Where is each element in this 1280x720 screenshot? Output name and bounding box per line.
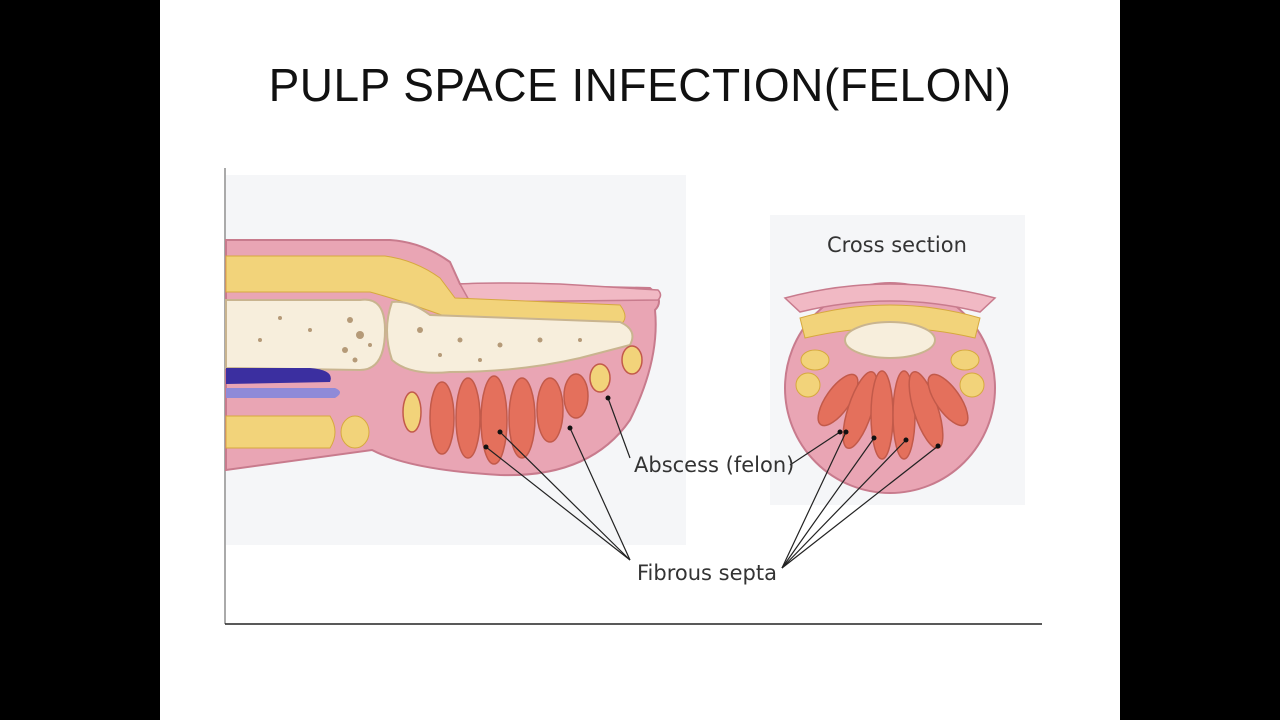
cross-section-compartments [817, 370, 969, 460]
fat-lobule [340, 415, 370, 449]
right-letterbox [1120, 0, 1280, 720]
nail [458, 282, 662, 303]
slide-title: PULP SPACE INFECTION(FELON) [268, 59, 1012, 111]
bone-texture [258, 316, 582, 363]
distal-phalanx [386, 300, 634, 374]
felon-anatomy-figure: Cross section Abscess (felon) Fibrous se… [224, 168, 1042, 625]
fibrous-septa-label: Fibrous septa [637, 561, 777, 585]
cross-section-bone [844, 321, 936, 359]
left-letterbox [0, 0, 160, 720]
longitudinal-section [225, 239, 662, 477]
tendon-sheath [226, 388, 340, 398]
cross-section-label: Cross section [827, 233, 967, 257]
cross-section-diagram [783, 282, 997, 494]
slide: PULP SPACE INFECTION(FELON) [160, 0, 1120, 720]
flexor-tendon [226, 368, 331, 384]
abscess-label: Abscess (felon) [634, 453, 794, 477]
cross-section-nail [783, 283, 997, 313]
pulp-compartments [402, 345, 643, 465]
leader-dots [483, 395, 941, 450]
leader-lines [485, 397, 939, 569]
ventral-fat [225, 415, 336, 449]
cross-section-side-fat [795, 349, 985, 398]
dorsal-fat [225, 255, 626, 326]
